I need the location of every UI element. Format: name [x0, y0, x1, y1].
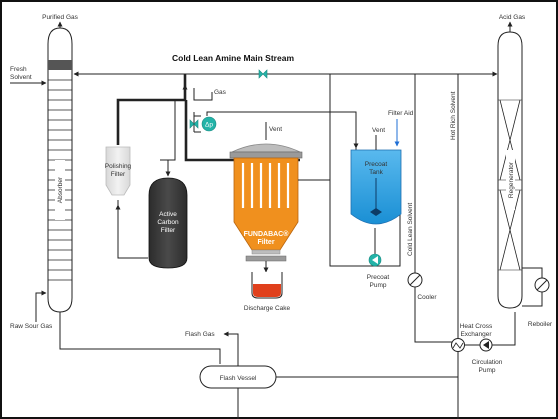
flash-gas-label: Flash Gas: [185, 331, 215, 338]
absorber-column: Absorber: [47, 27, 73, 313]
polishing-filter-label-2: Filter: [111, 171, 126, 178]
regenerator-column: Regenerator: [497, 31, 523, 309]
fundabac-flange: [229, 151, 303, 159]
active-carbon-label-3: Filter: [161, 227, 176, 234]
precoat-tank-label-2: Tank: [369, 169, 383, 176]
precoat-tank: Precoat Tank: [350, 149, 402, 225]
circulation-pump-label-1: Circulation: [472, 359, 503, 366]
main-stream-valve: [258, 69, 268, 79]
absorber-packing-bed: [48, 60, 72, 70]
gas-line: [193, 88, 213, 101]
polishing-filter-label-1: Polishing: [105, 163, 132, 170]
tank-agitator-icon: [370, 208, 382, 216]
active-carbon-label-1: Active: [159, 211, 177, 218]
discharge-cake-label: Discharge Cake: [244, 305, 291, 312]
active-carbon-filter: Active Carbon Filter: [148, 177, 188, 269]
pump-to-regenerator-line: [492, 312, 516, 346]
fundabac-dome: [231, 143, 301, 153]
dp-label: Δp: [205, 122, 213, 129]
absorber-label: Absorber: [57, 176, 64, 203]
fundabac-label-2: Filter: [257, 239, 274, 246]
circulation-pump: [479, 338, 493, 352]
regenerator-packing-upper: [499, 99, 521, 181]
regenerator-label: Regenerator: [508, 161, 515, 198]
circulation-pump-label-2: Pump: [479, 367, 496, 374]
precoat-pump-label-1: Precoat: [367, 274, 390, 281]
reboiler-lower-line: [522, 292, 543, 307]
rich-amine-to-flash-line: [59, 312, 221, 364]
fundabac-label-1: FUNDABAC®: [244, 230, 290, 238]
heat-cross-label-1: Heat Cross: [460, 323, 493, 330]
purified-gas-label: Purified Gas: [42, 14, 79, 21]
polishing-bottom-line: [117, 200, 148, 259]
precoat-pump-label-2: Pump: [370, 282, 387, 289]
cooler-to-exchanger-line: [414, 287, 452, 343]
regenerator-packing-lower: [499, 189, 521, 271]
cooler-label: Cooler: [417, 294, 437, 301]
fundabac-filter: FUNDABAC® Filter: [229, 143, 303, 262]
precoat-tank-label-1: Precoat: [365, 161, 388, 168]
precoat-pump: [368, 253, 382, 267]
flash-vessel: Flash Vessel: [199, 365, 277, 389]
vent-filter-label: Vent: [269, 126, 282, 133]
fresh-solvent-label-1: Fresh: [10, 66, 27, 73]
reboiler-label: Reboiler: [528, 321, 553, 328]
dp-gauge: Δp: [201, 116, 217, 132]
dp-valve: [189, 119, 199, 129]
hot-rich-solvent-label: Hot Rich Solvent: [450, 91, 457, 140]
filter-aid-label: Filter Aid: [388, 110, 414, 117]
active-carbon-label-2: Carbon: [157, 219, 179, 226]
raw-sour-gas-line: [35, 290, 47, 322]
reboiler-upper-line: [522, 267, 543, 278]
main-stream-title: Cold Lean Amine Main Stream: [172, 53, 294, 63]
reboiler: [534, 277, 550, 293]
cold-lean-solvent-label: Cold Lean Solvent: [407, 203, 414, 256]
vent-tank-label: Vent: [372, 127, 385, 134]
cooler: [407, 272, 423, 288]
heat-cross-exchanger: [451, 338, 465, 352]
discharge-cake-bin: [251, 272, 283, 299]
acid-gas-label: Acid Gas: [499, 14, 526, 21]
fundabac-candles: [241, 163, 290, 208]
heat-cross-label-2: Exchanger: [460, 331, 492, 338]
fundabac-discharge-valve: [245, 255, 287, 262]
fresh-solvent-label-2: Solvent: [10, 74, 32, 81]
flash-gas-line: [223, 331, 239, 366]
dp-to-tank-line: [206, 111, 357, 150]
flash-vessel-label: Flash Vessel: [220, 375, 257, 382]
gas-label: Gas: [214, 89, 227, 96]
polishing-filter: Polishing Filter: [105, 146, 132, 196]
carbon-feed-line: [160, 100, 176, 161]
hot-rich-solvent-line: [457, 73, 495, 338]
raw-sour-gas-label: Raw Sour Gas: [10, 323, 53, 330]
